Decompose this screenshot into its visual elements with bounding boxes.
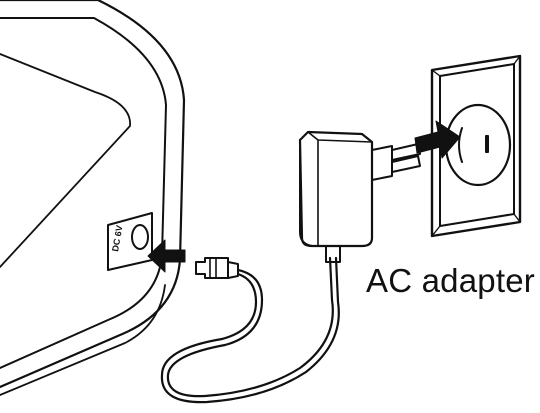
barrel-plug: [195, 257, 239, 279]
arrow-left-to-right: [414, 120, 461, 159]
arrow-right-to-left: [147, 239, 186, 273]
jack-marking: DC 6V: [110, 224, 124, 252]
ac-adapter-body: [298, 130, 374, 263]
cable: [166, 256, 334, 398]
wall-outlet: [430, 54, 522, 238]
prong-plug: [371, 143, 421, 181]
dc-jack: DC 6V: [107, 212, 153, 271]
ac-adapter-label: AC adapter: [366, 262, 535, 299]
device-housing: [0, 0, 186, 396]
